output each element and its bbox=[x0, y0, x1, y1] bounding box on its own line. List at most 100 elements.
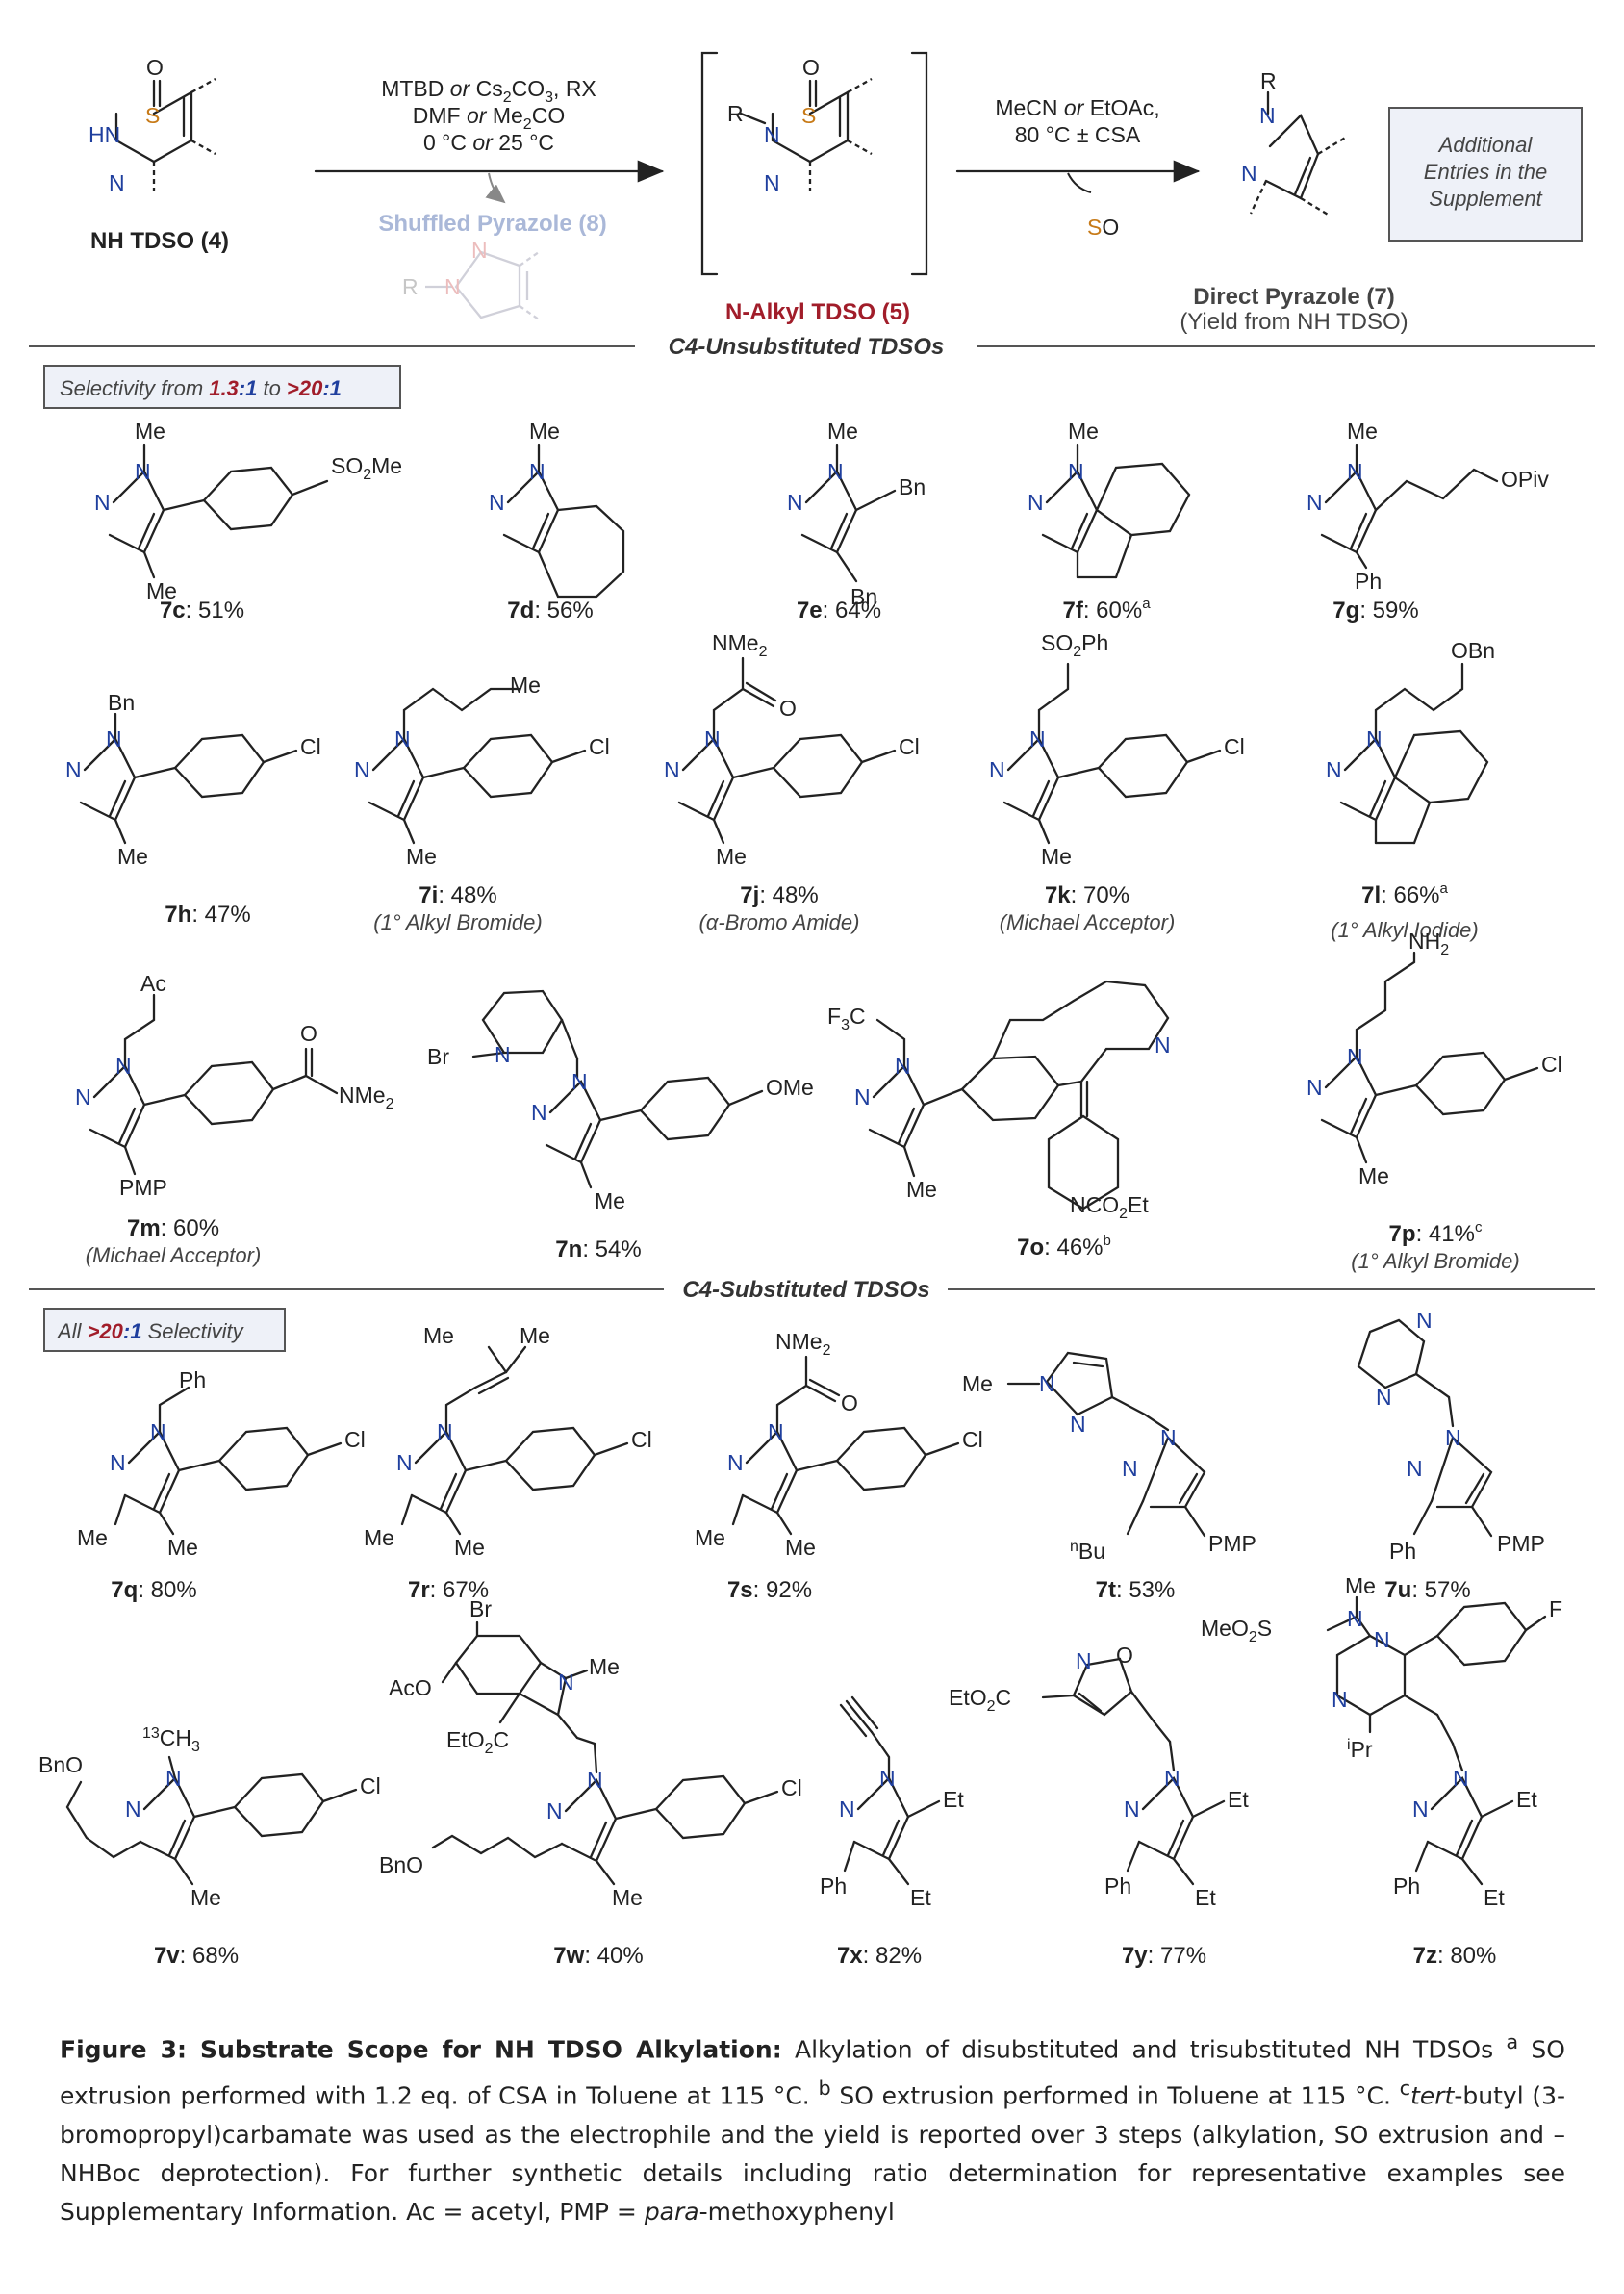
7p-me: Me bbox=[1358, 1163, 1389, 1188]
7s-cl: Cl bbox=[962, 1427, 983, 1452]
caption-para: para bbox=[644, 2197, 699, 2226]
7y-ph: Ph bbox=[1104, 1873, 1131, 1899]
7y-isox-n: N bbox=[1076, 1648, 1092, 1673]
note-7i: (1° Alkyl Bromide) bbox=[373, 910, 542, 934]
label-7t: 7t: 53% bbox=[1096, 1577, 1176, 1603]
so-byproduct: SO bbox=[1087, 215, 1119, 240]
selectivity-badge-1 bbox=[43, 365, 401, 409]
structure-7n: Br N N N Me OMe bbox=[427, 989, 814, 1213]
7q-n1: N bbox=[150, 1419, 166, 1444]
7e-n1: N bbox=[827, 459, 844, 484]
note-7k: (Michael Acceptor) bbox=[1000, 910, 1176, 934]
7r-me2: Me bbox=[454, 1535, 485, 1560]
7u-pmp: PMP bbox=[1497, 1531, 1545, 1556]
n-alkyl-tdso-structure: O S R N N bbox=[727, 55, 873, 195]
structure-7f: Me N N bbox=[1028, 419, 1191, 579]
structure-7u: N N N N Ph PMP bbox=[1357, 1308, 1545, 1564]
label-7i: 7i: 48% bbox=[419, 882, 496, 908]
7z-et2: Et bbox=[1484, 1885, 1505, 1910]
7w-bno: BnO bbox=[379, 1852, 423, 1877]
7x-n2: N bbox=[839, 1797, 855, 1822]
structure-7e: Me N N Bn Bn bbox=[787, 419, 926, 609]
7p-n2: N bbox=[1307, 1075, 1323, 1100]
cond1-line3: 0 °C or 25 °C bbox=[423, 130, 554, 155]
scheme: O S HN N NH TDSO (4) MTBD or Cs2CO3, RX … bbox=[89, 51, 1583, 335]
badge2-text: All >20:1 Selectivity bbox=[56, 1319, 245, 1343]
7o-f3c: F3C bbox=[827, 1004, 866, 1033]
footnote-b: b bbox=[818, 2077, 831, 2101]
structure-7c: Me N N Me SO2Me bbox=[94, 419, 402, 603]
label-7w: 7w: 40% bbox=[553, 1943, 643, 1969]
structure-7i: N N Me Me Cl bbox=[354, 673, 610, 869]
7q-cl: Cl bbox=[344, 1427, 366, 1452]
7t-pmp: PMP bbox=[1208, 1531, 1256, 1556]
shuffled-label: Shuffled Pyrazole (8) bbox=[378, 211, 606, 237]
box-line1: Additional bbox=[1437, 133, 1534, 157]
7e-bn1: Bn bbox=[899, 474, 926, 499]
structure-7t: Me N N N N nBu PMP bbox=[962, 1351, 1256, 1564]
7y-eto2c: EtO2C bbox=[949, 1685, 1011, 1715]
7v-n2: N bbox=[125, 1797, 141, 1822]
note-7j: (α-Bromo Amide) bbox=[699, 910, 860, 934]
label-7x: 7x: 82% bbox=[837, 1943, 922, 1969]
7e-n2: N bbox=[787, 490, 803, 515]
7w-nme: Me bbox=[589, 1654, 620, 1679]
7y-isox-o: O bbox=[1116, 1643, 1133, 1668]
structure-7o: F3C N N N Me NCO2Et bbox=[827, 980, 1171, 1222]
7x-et1: Et bbox=[943, 1787, 964, 1812]
7m-nme2: NMe2 bbox=[339, 1083, 394, 1112]
7r-me-b: Me bbox=[520, 1323, 550, 1348]
product-sub: (Yield from NH TDSO) bbox=[1180, 309, 1408, 335]
7w-n2: N bbox=[546, 1798, 563, 1823]
nh-tdso-structure: O S HN N bbox=[89, 55, 216, 195]
7u-ph: Ph bbox=[1389, 1539, 1416, 1564]
7z-et1: Et bbox=[1516, 1787, 1537, 1812]
dp-r: R bbox=[1260, 68, 1277, 93]
7r-cl: Cl bbox=[631, 1427, 652, 1452]
structure-7s: NMe2 O N N Me Me Cl bbox=[695, 1329, 983, 1560]
cond1-line2: DMF or Me2CO bbox=[413, 103, 565, 133]
7d-me: Me bbox=[529, 419, 560, 444]
7r-n1: N bbox=[437, 1419, 453, 1444]
7c-me2: Me bbox=[146, 578, 177, 603]
7w-aco: AcO bbox=[389, 1675, 432, 1700]
structure-7p: NH2 N N Me Cl bbox=[1307, 929, 1562, 1188]
7k-cl: Cl bbox=[1224, 734, 1245, 759]
label-7d: 7d: 56% bbox=[507, 598, 593, 624]
7p-cl: Cl bbox=[1541, 1052, 1562, 1077]
7t-nbu: nBu bbox=[1070, 1539, 1105, 1564]
7o-me: Me bbox=[906, 1177, 937, 1202]
7u-pyrim-n1: N bbox=[1416, 1308, 1433, 1333]
structure-7h: Bn N N Me Cl bbox=[65, 690, 321, 869]
box-line3: Supplement bbox=[1429, 187, 1542, 211]
7w-me: Me bbox=[612, 1885, 643, 1910]
7q-n2: N bbox=[110, 1450, 126, 1475]
selectivity-badge-2 bbox=[43, 1308, 286, 1352]
7j-n2: N bbox=[664, 757, 680, 782]
7z-amine-n: N bbox=[1347, 1606, 1363, 1631]
7t-me: Me bbox=[962, 1371, 993, 1396]
label-7n: 7n: 54% bbox=[555, 1236, 641, 1262]
label-7j: 7j: 48% bbox=[740, 882, 818, 908]
7k-me: Me bbox=[1041, 844, 1072, 869]
n-atom: N bbox=[109, 170, 125, 195]
int-r: R bbox=[727, 101, 744, 126]
7v-n1: N bbox=[165, 1766, 182, 1791]
7v-bno: BnO bbox=[38, 1752, 83, 1777]
7r-me1: Me bbox=[364, 1525, 394, 1550]
7u-pyrim-n2: N bbox=[1376, 1385, 1392, 1410]
7w-eto2c: EtO2C bbox=[446, 1727, 509, 1757]
7i-cl: Cl bbox=[589, 734, 610, 759]
label-7p: 7p: 41%c bbox=[1389, 1219, 1483, 1247]
7v-me: Me bbox=[190, 1885, 221, 1910]
7z-n1: N bbox=[1453, 1766, 1469, 1791]
7y-n2: N bbox=[1124, 1797, 1140, 1822]
label-7z: 7z: 80% bbox=[1413, 1943, 1497, 1969]
caption-text2: SO extrusion performed with 1.2 eq. of C… bbox=[60, 2035, 1565, 2110]
7m-pmp: PMP bbox=[119, 1175, 167, 1200]
7j-me: Me bbox=[716, 844, 747, 869]
structure-7q: Ph N N Me Me Cl bbox=[77, 1367, 366, 1560]
7i-me-top: Me bbox=[510, 673, 541, 698]
7g-ph: Ph bbox=[1355, 569, 1382, 594]
cond2-line1: MeCN or EtOAc, bbox=[995, 95, 1159, 120]
